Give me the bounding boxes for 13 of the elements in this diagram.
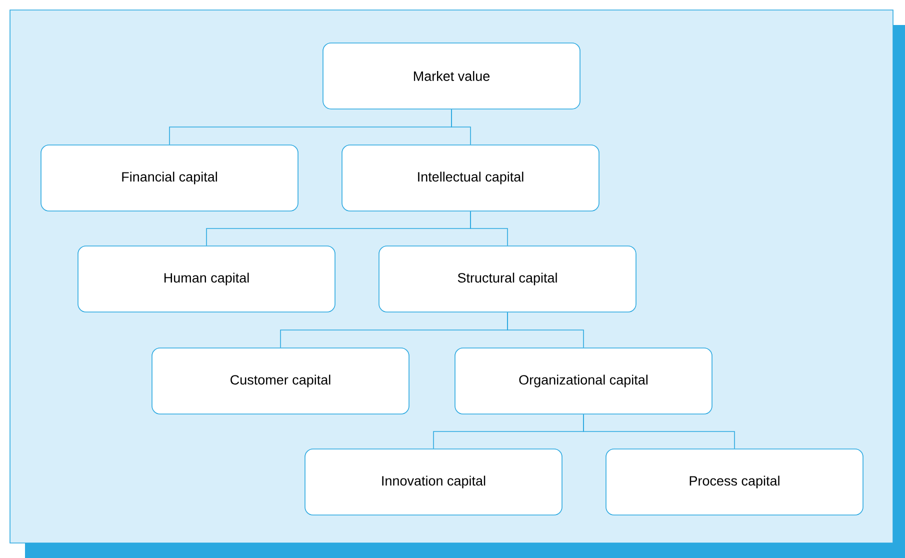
process-box: Process capital [606, 448, 864, 516]
process-box: Human capital [78, 246, 336, 312]
process-box: Organizational capital [454, 348, 712, 414]
process-box: Innovation capital [304, 448, 562, 516]
process-box: Customer capital [152, 348, 410, 414]
process-box: Structural capital [378, 246, 636, 312]
process-box: Market value [322, 42, 580, 110]
connector-line [451, 109, 471, 145]
process-box: Financial capital [40, 144, 298, 212]
connector-line [583, 414, 735, 449]
process-box: Intellectual capital [342, 144, 600, 212]
connector-line [470, 211, 508, 246]
connector-line [507, 312, 584, 348]
